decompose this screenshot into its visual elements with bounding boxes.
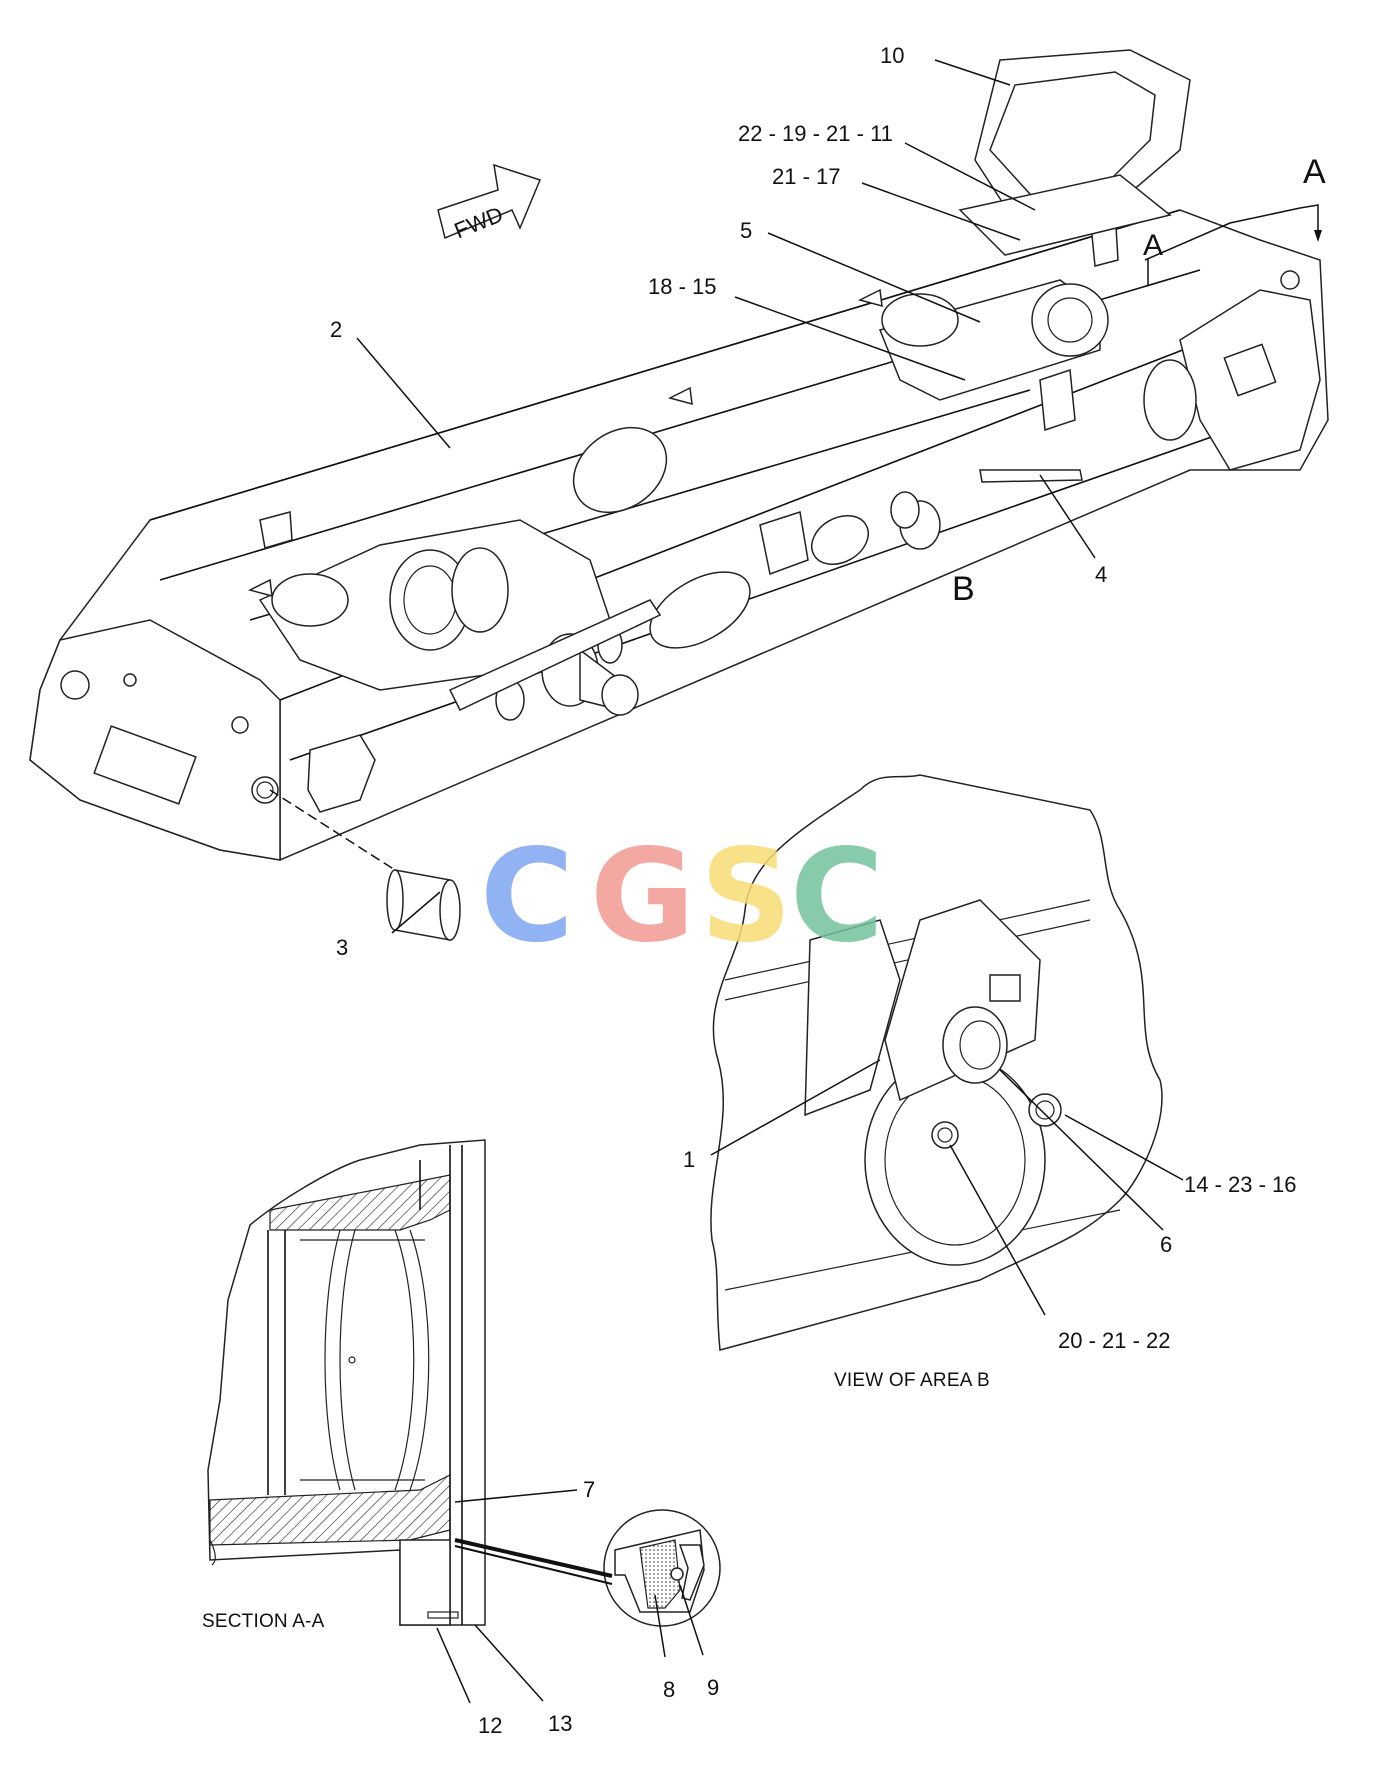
forward-arrow: FWD: [437, 163, 542, 243]
callout-13: 13: [548, 1711, 572, 1736]
watermark-letter-s: S: [700, 822, 792, 971]
callout-10: 10: [880, 43, 904, 68]
cgsc-watermark: C G S C: [480, 822, 884, 971]
callout-4: 4: [1095, 562, 1107, 587]
callout-3: 3: [336, 935, 348, 960]
callout-5: 5: [740, 218, 752, 243]
captions: VIEW OF AREA B SECTION A-A: [202, 1370, 990, 1632]
callout-7: 7: [583, 1477, 595, 1502]
area-b-marker: B: [952, 570, 975, 608]
view-markers: A A B: [952, 153, 1326, 608]
handrail-part: [958, 49, 1191, 267]
main-frame-drawing: [29, 209, 1329, 861]
callout-9: 9: [707, 1675, 719, 1700]
callout-20-21-22: 20 - 21 - 22: [1058, 1328, 1171, 1353]
callout-labels: 10 22 - 19 - 21 - 11 21 - 17 5 18 - 15 2…: [330, 43, 1297, 1738]
seal-detail-circle: [454, 1509, 721, 1627]
callout-6: 6: [1160, 1232, 1172, 1257]
callout-8: 8: [663, 1677, 675, 1702]
leader-lines: [356, 59, 1322, 1704]
callout-14-23-16: 14 - 23 - 16: [1184, 1172, 1297, 1197]
section-a-marker: A: [1303, 153, 1326, 191]
section-a-marker-small: A: [1143, 229, 1163, 262]
bushing-part: [269, 789, 461, 941]
callout-18-15: 18 - 15: [648, 274, 717, 299]
callout-1: 1: [683, 1147, 695, 1172]
watermark-letter-c1: C: [480, 822, 574, 971]
section-a-a-drawing: [207, 1139, 486, 1626]
callout-21-17: 21 - 17: [772, 164, 841, 189]
detail-view-area-b: [710, 774, 1163, 1351]
watermark-letter-c2: C: [790, 822, 884, 971]
callout-12: 12: [478, 1713, 502, 1738]
callout-22-19-21-11: 22 - 19 - 21 - 11: [738, 121, 893, 146]
view-area-b-caption: VIEW OF AREA B: [834, 1370, 990, 1391]
section-aa-caption: SECTION A-A: [202, 1611, 325, 1632]
callout-2: 2: [330, 317, 342, 342]
watermark-letter-g: G: [590, 822, 695, 971]
